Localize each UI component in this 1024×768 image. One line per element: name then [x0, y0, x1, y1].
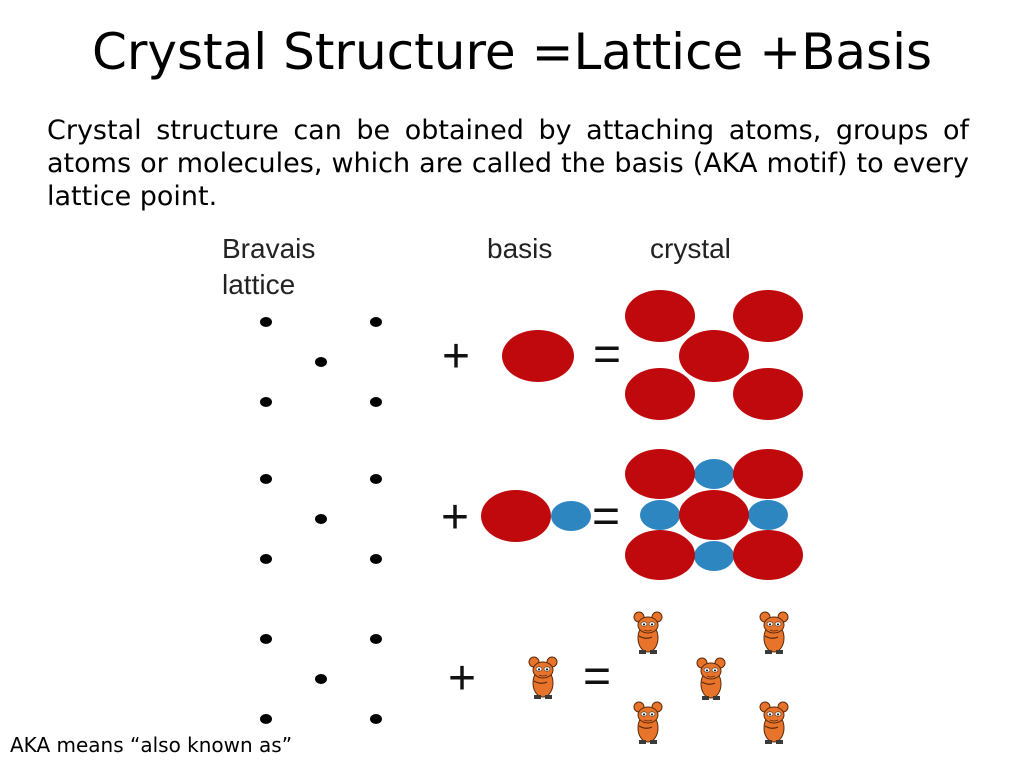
header-bravais-lattice-line1: Bravais [222, 233, 315, 264]
lattice-point [315, 674, 327, 684]
header-bravais-lattice-line2: lattice [222, 269, 295, 300]
header-basis: basis [487, 233, 552, 264]
lattice-row-2 [260, 474, 382, 564]
crystal-large-atom [679, 330, 749, 382]
equals-sign: = [583, 650, 611, 703]
footnote-text: AKA means “also known as” [10, 733, 293, 757]
crystal-large-atom [679, 490, 749, 540]
crystal-mouse-icon [759, 701, 789, 745]
lattice-point [370, 397, 382, 407]
lattice-row-3 [260, 634, 382, 724]
lattice-point [315, 514, 327, 524]
crystal-mouse-icon [633, 701, 663, 745]
lattice-point [370, 634, 382, 644]
basis-large-atom [502, 330, 574, 382]
crystal-mouse-icon [759, 611, 789, 655]
crystal-small-atom [640, 500, 680, 530]
crystal-small-atom [694, 459, 734, 489]
crystal-large-atom [733, 449, 803, 499]
header-crystal: crystal [650, 233, 731, 264]
lattice-point [370, 554, 382, 564]
crystal-large-atom [733, 368, 803, 420]
crystal-large-atom [733, 530, 803, 580]
basis-mouse-icon [528, 656, 558, 700]
crystal-mouse-icon [696, 657, 726, 701]
crystal-large-atom [733, 290, 803, 342]
crystal-mouse-icon [633, 611, 663, 655]
plus-sign: + [448, 652, 476, 705]
lattice-point [370, 474, 382, 484]
equals-sign: = [593, 328, 621, 381]
lattice-point [260, 317, 272, 327]
crystal-large-atom [625, 368, 695, 420]
slide-title: Crystal Structure =Lattice +Basis [91, 23, 933, 81]
crystal-row-1 [625, 290, 803, 420]
lattice-point [260, 474, 272, 484]
plus-sign: + [441, 491, 469, 544]
equals-sign: = [592, 490, 620, 543]
basis-small-atom [551, 501, 591, 531]
lattice-point [260, 634, 272, 644]
lattice-point [370, 714, 382, 724]
crystal-row-3 [633, 611, 789, 745]
crystal-large-atom [625, 449, 695, 499]
crystal-structure-diagram: Bravais lattice basis crystal + = + = [222, 233, 803, 745]
lattice-point [260, 714, 272, 724]
crystal-large-atom [625, 530, 695, 580]
plus-sign: + [442, 330, 470, 383]
crystal-small-atom [748, 500, 788, 530]
lattice-point [315, 357, 327, 367]
slide-body-text: Crystal structure can be obtained by att… [47, 115, 969, 212]
lattice-point [260, 554, 272, 564]
crystal-small-atom [694, 541, 734, 571]
crystal-row-2 [625, 449, 803, 580]
crystal-large-atom [625, 290, 695, 342]
lattice-row-1 [260, 317, 382, 407]
lattice-point [260, 397, 272, 407]
lattice-point [370, 317, 382, 327]
basis-large-atom [481, 490, 551, 542]
